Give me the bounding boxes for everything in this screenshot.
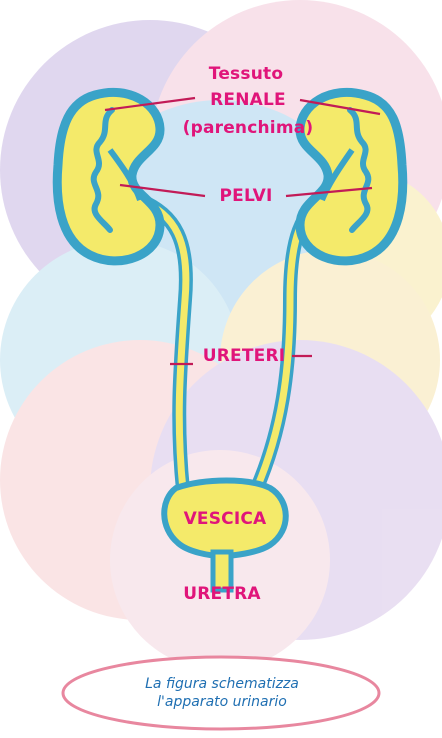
label-parenchima: (parenchima) (183, 118, 314, 138)
caption-line-2: l'apparato urinario (157, 693, 287, 711)
label-ureteri: URETERI (203, 346, 286, 366)
label-pelvi: PELVI (219, 186, 272, 206)
caption-line-1: La figura schematizza (145, 675, 299, 693)
caption: La figura schematizza l'apparato urinari… (58, 656, 386, 730)
caption-text: La figura schematizza l'apparato urinari… (58, 656, 386, 730)
label-tessuto: Tessuto (209, 64, 283, 84)
label-uretra: URETRA (183, 584, 261, 604)
label-vescica: VESCICA (184, 509, 267, 529)
label-renale: RENALE (210, 90, 286, 110)
